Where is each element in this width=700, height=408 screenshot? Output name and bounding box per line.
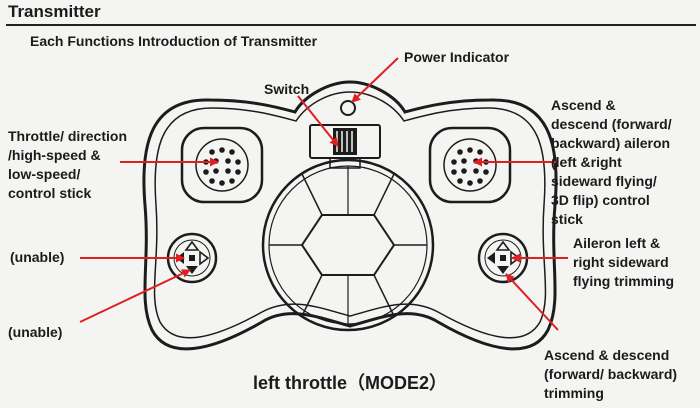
power-switch [309,124,381,169]
label-left-trim-upper: (unable) [10,249,65,265]
page-title: Transmitter [8,2,101,21]
arrow-ascend-trim [505,273,559,331]
right-control-stick [428,126,512,204]
transmitter-body-inner [153,91,547,339]
label-ascend-trim: Ascend & descend (forward/ backward) tri… [544,347,678,401]
label-switch: Switch [264,81,310,97]
arrow-switch [297,95,339,147]
title-underline [6,24,696,26]
power-indicator-led [340,100,356,116]
label-aileron-trim: Aileron left & right sideward flying tri… [573,235,675,289]
diagram-caption: left throttle（MODE2） [252,373,447,393]
transmitter-body [142,80,558,351]
label-power-indicator: Power Indicator [404,49,510,65]
label-left-stick: Throttle/ direction /high-speed & low-sp… [8,128,127,201]
left-control-stick [180,126,264,204]
label-left-trim-lower: (unable) [8,324,63,340]
center-dial [261,158,435,332]
left-trim-pad [166,232,218,284]
arrow-power-indicator [351,57,399,103]
label-right-stick: Ascend & descend (forward/ backward) ail… [551,97,672,227]
page-subtitle: Each Functions Introduction of Transmitt… [30,33,318,49]
arrow-left-trim-lower [79,269,191,323]
